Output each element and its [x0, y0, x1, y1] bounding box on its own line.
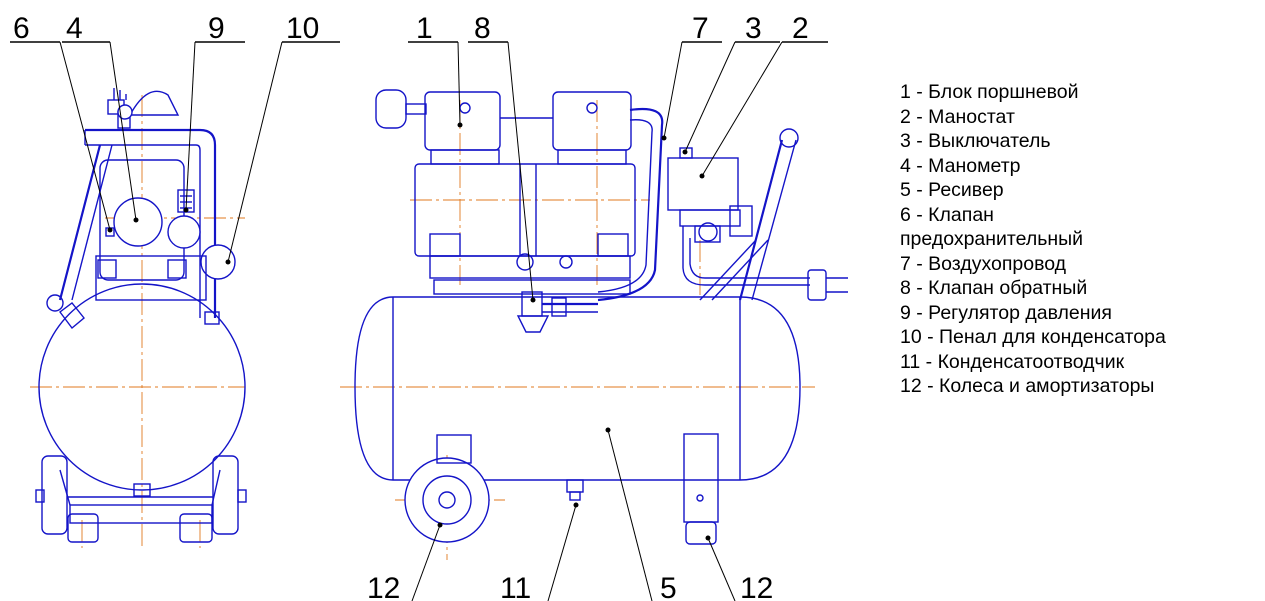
legend-item: 1 - Блок поршневой [900, 81, 1079, 103]
legend-item: 3 - Выключатель [900, 130, 1051, 152]
legend-item: 8 - Клапан обратный [900, 277, 1088, 299]
legend-item: 7 - Воздухопровод [900, 252, 1067, 275]
callout-2: 2 [792, 12, 809, 45]
legend-item: 11 - Конденсатоотводчик [900, 350, 1125, 373]
side-view [30, 88, 247, 548]
callout-11: 11 [500, 572, 531, 601]
legend-item: предохранительный [900, 228, 1084, 250]
parts-legend: 1 - Блок поршневой 2 - Маностат 3 - Выкл… [900, 80, 1166, 399]
callout-numbers: 6 4 9 10 1 8 7 3 2 12 11 5 12 [13, 12, 809, 601]
callout-7: 7 [692, 12, 709, 45]
legend-item: 10 - Пенал для конденсатора [900, 326, 1166, 348]
front-view [340, 89, 848, 560]
callout-12-right: 12 [740, 572, 773, 601]
legend-item: 2 - Маностат [900, 105, 1015, 128]
callout-5: 5 [660, 572, 677, 601]
leader-lines [10, 41, 828, 601]
legend-item: 4 - Манометр [900, 154, 1021, 177]
legend-item: 12 - Колеса и амортизаторы [900, 375, 1155, 397]
callout-9: 9 [208, 12, 225, 45]
callout-4: 4 [66, 12, 83, 45]
callout-3: 3 [745, 12, 762, 45]
callout-1: 1 [416, 12, 433, 45]
legend-item: 5 - Ресивер [900, 179, 1004, 201]
callout-12-left: 12 [367, 572, 400, 601]
callout-6: 6 [13, 12, 30, 45]
callout-8: 8 [474, 12, 491, 45]
legend-item: 9 - Регулятор давления [900, 301, 1112, 324]
legend-item: 6 - Клапан [900, 203, 994, 226]
callout-10: 10 [286, 12, 319, 45]
